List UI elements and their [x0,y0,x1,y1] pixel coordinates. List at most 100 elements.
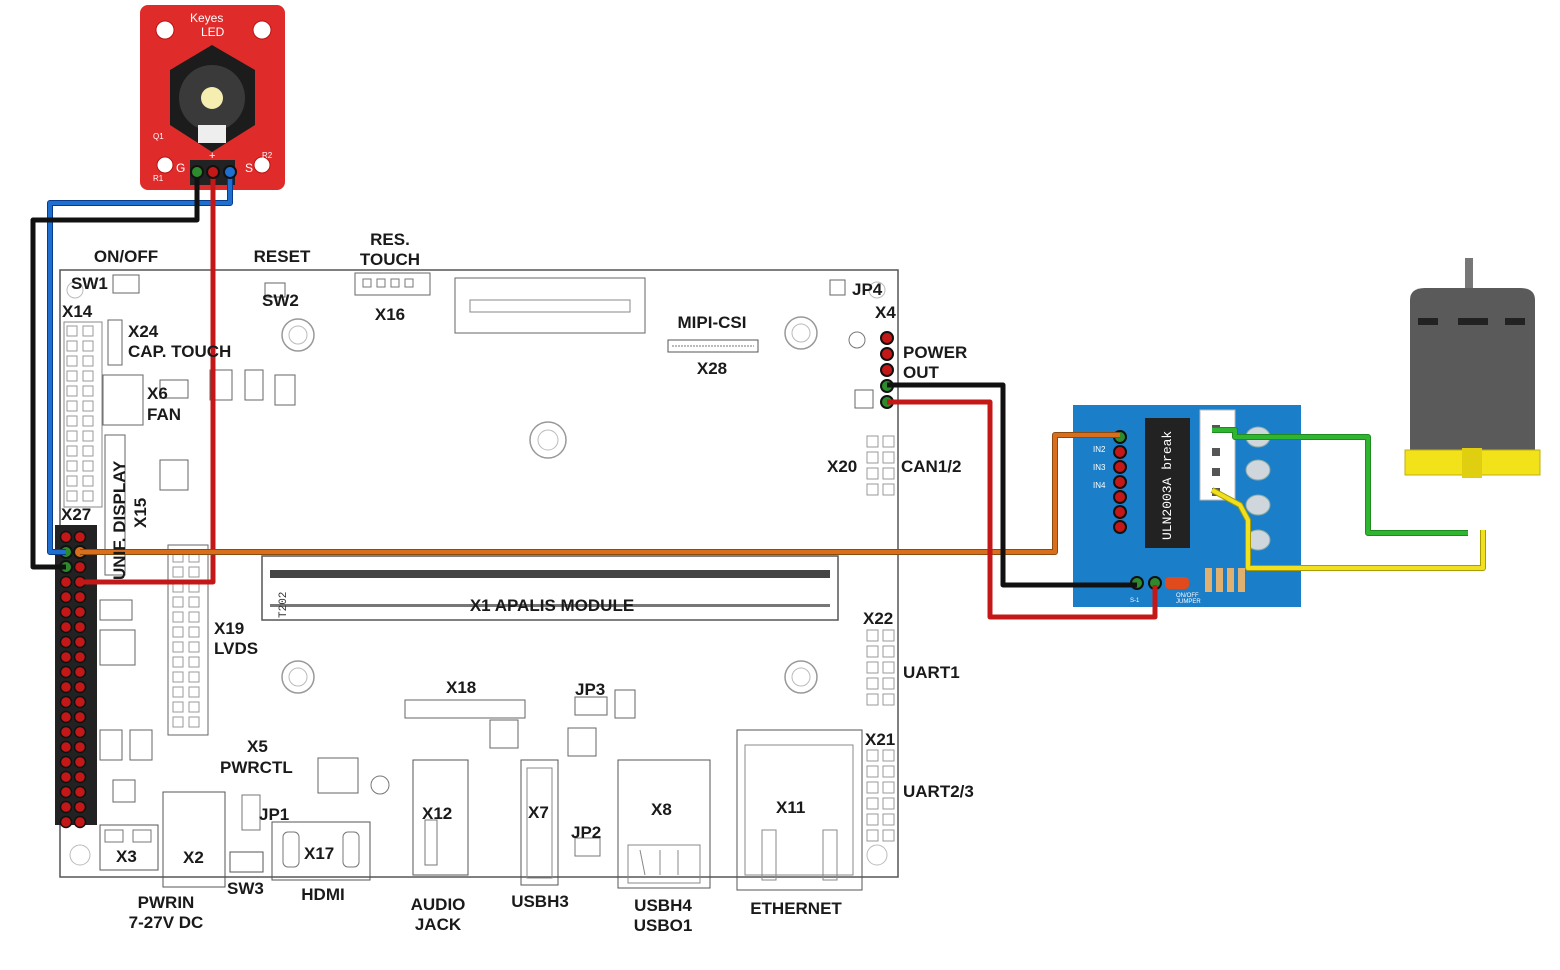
x3-label: X3 [116,847,137,866]
unif-display-label: UNIF. DISPLAY [110,460,129,580]
x14-pin [66,340,78,352]
chip-label: ULN2003A break [1160,430,1175,540]
led-pin-g-label: G [176,161,186,175]
x22-pin [866,645,879,658]
carrier-board [59,269,899,891]
x19-pin [172,671,184,683]
x15-label: X15 [131,497,150,528]
x19-pin [188,566,200,578]
x2-label: X2 [183,848,204,867]
x21-pin [866,765,879,778]
led-r2-label: R2 [262,151,273,160]
x14-pin [66,385,78,397]
x4-pin [880,363,894,377]
x12-connector [412,759,469,876]
x27-pin [59,530,73,544]
x27-pin [73,635,87,649]
x21-pin [882,765,895,778]
in2-label: IN2 [1093,445,1106,454]
x2-connector [162,791,226,888]
x19-pin [172,656,184,668]
driver-input-pin [1113,520,1127,534]
x22-pin [866,629,879,642]
t202-label: T202 [278,591,290,618]
mipi-csi-label: MIPI-CSI [677,313,747,332]
jumper [1165,577,1189,589]
x4-label: X4 [875,303,896,322]
x27-pin [59,665,73,679]
x8-connector [617,759,711,889]
x21-pin [866,797,879,810]
res-touch-label: RES. TOUCH [359,230,421,270]
power-out-label: POWER OUT [903,343,968,383]
x20-label: X20 [827,457,858,476]
x14-pin [82,415,94,427]
fan-label: FAN [147,405,181,424]
x27-pin [73,665,87,679]
x27-pin [73,725,87,739]
usbh4-usbo1-label: USBH4 USBO1 [633,896,693,936]
jp1-label: JP1 [259,805,290,824]
apalis-slot [261,555,839,621]
x19-label: X19 [214,619,245,638]
x14-pin [66,475,78,487]
x27-pin [59,620,73,634]
x17-label: X17 [304,844,335,863]
dc-motor [1404,258,1541,478]
jp3-label: JP3 [575,680,606,699]
reset-label: RESET [253,247,311,266]
ethernet-label: ETHERNET [750,899,842,918]
x16-label: X16 [374,305,406,324]
x22-pin [866,661,879,674]
x21-label: X21 [865,730,896,749]
x27-header [55,525,97,829]
x27-pin [59,755,73,769]
x14-pin [66,325,78,337]
x1-apalis-label: X1 APALIS MODULE [469,596,635,615]
x22-pin [882,677,895,690]
x18-label: X18 [446,678,477,697]
x21-pin [882,813,895,826]
x19-pin [172,716,184,728]
can12-label: CAN1/2 [901,457,962,476]
x19-pin [172,686,184,698]
x14-pin [82,400,94,412]
x27-pin [59,785,73,799]
x3-connector [99,824,159,871]
cap-touch-label: CAP. TOUCH [128,342,232,361]
x14-pin [82,475,94,487]
jumper-label: ON/OFF JUMPER [1176,593,1201,605]
x28-label: X28 [696,359,728,378]
mount-hole [281,660,315,694]
pwrctl-label: PWRCTL [220,758,293,777]
usbh3-label: USBH3 [511,892,569,911]
x27-pin [73,755,87,769]
x14-pin [66,370,78,382]
driver-input-pin [1113,475,1127,489]
x27-pin [73,620,87,634]
sw2-label: SW2 [262,291,299,310]
mount-hole [529,421,567,459]
x20-pin [882,435,895,448]
lvds-label: LVDS [214,639,259,658]
x21-pin [866,781,879,794]
x27-pin [59,800,73,814]
x27-pin [73,800,87,814]
x22-pin [882,645,895,658]
x14-pin [82,385,94,397]
x12-label: X12 [422,804,453,823]
x19-pin [172,566,184,578]
driver-input-pin [1113,445,1127,459]
x27-pin [59,770,73,784]
sw3-switch [229,851,264,873]
x19-pin [172,611,184,623]
x7-connector [520,759,559,886]
x27-pin [59,590,73,604]
driver-input-pin [1113,490,1127,504]
x20-pin [866,483,879,496]
x20-pin [882,467,895,480]
uart1-label: UART1 [903,663,960,682]
x14-pin [66,355,78,367]
